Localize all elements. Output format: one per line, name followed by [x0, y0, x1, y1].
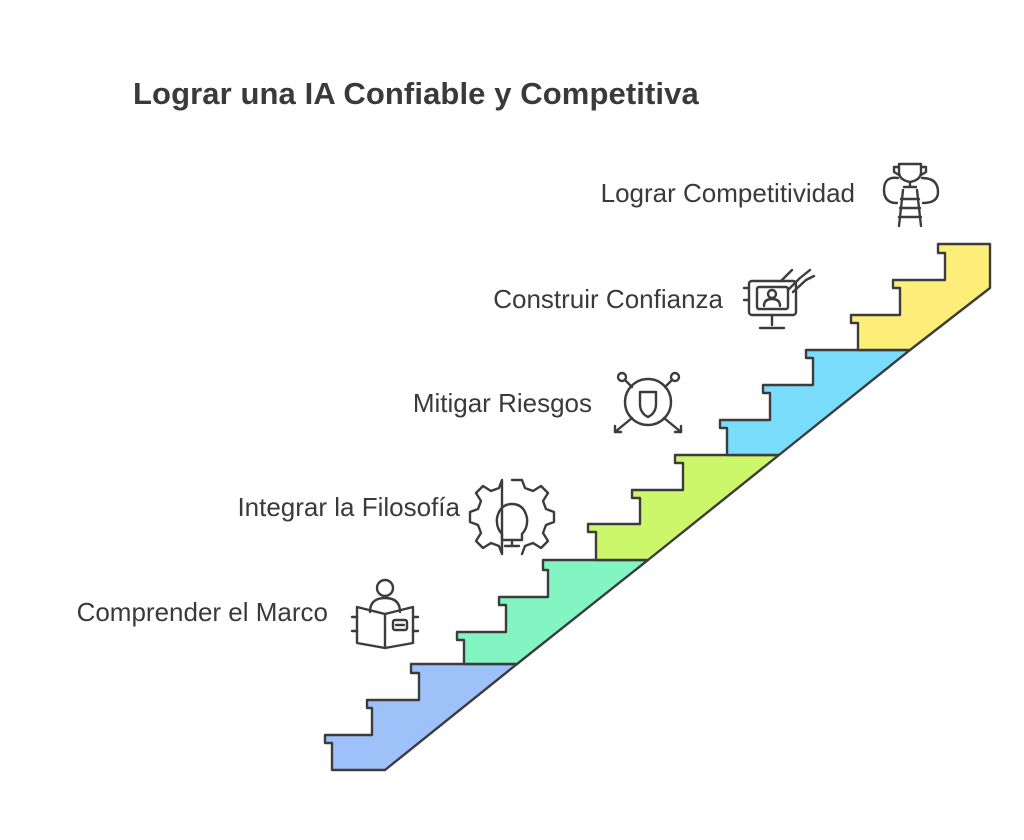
step-label-2: Integrar la Filosofía [237, 492, 460, 522]
step-label-5: Lograr Competitividad [600, 178, 855, 208]
stair-segment-3 [586, 453, 781, 562]
stair-segment-2 [455, 558, 650, 666]
stair-segment-5 [849, 242, 992, 352]
book-reader-icon [350, 578, 420, 650]
trophy-ladder-icon [882, 162, 940, 228]
monitor-user-icon [742, 268, 816, 330]
stair-segment-1 [323, 662, 519, 772]
diagram-title: Lograr una IA Confiable y Competitiva [133, 76, 699, 111]
stairs-group [323, 242, 992, 772]
gear-lightbulb-icon [468, 478, 556, 556]
step-label-3: Mitigar Riesgos [412, 388, 592, 418]
stair-segment-4 [718, 348, 912, 457]
shield-network-icon [613, 371, 683, 434]
step-label-4: Construir Confianza [493, 284, 723, 314]
step-label-1: Comprender el Marco [76, 597, 328, 627]
